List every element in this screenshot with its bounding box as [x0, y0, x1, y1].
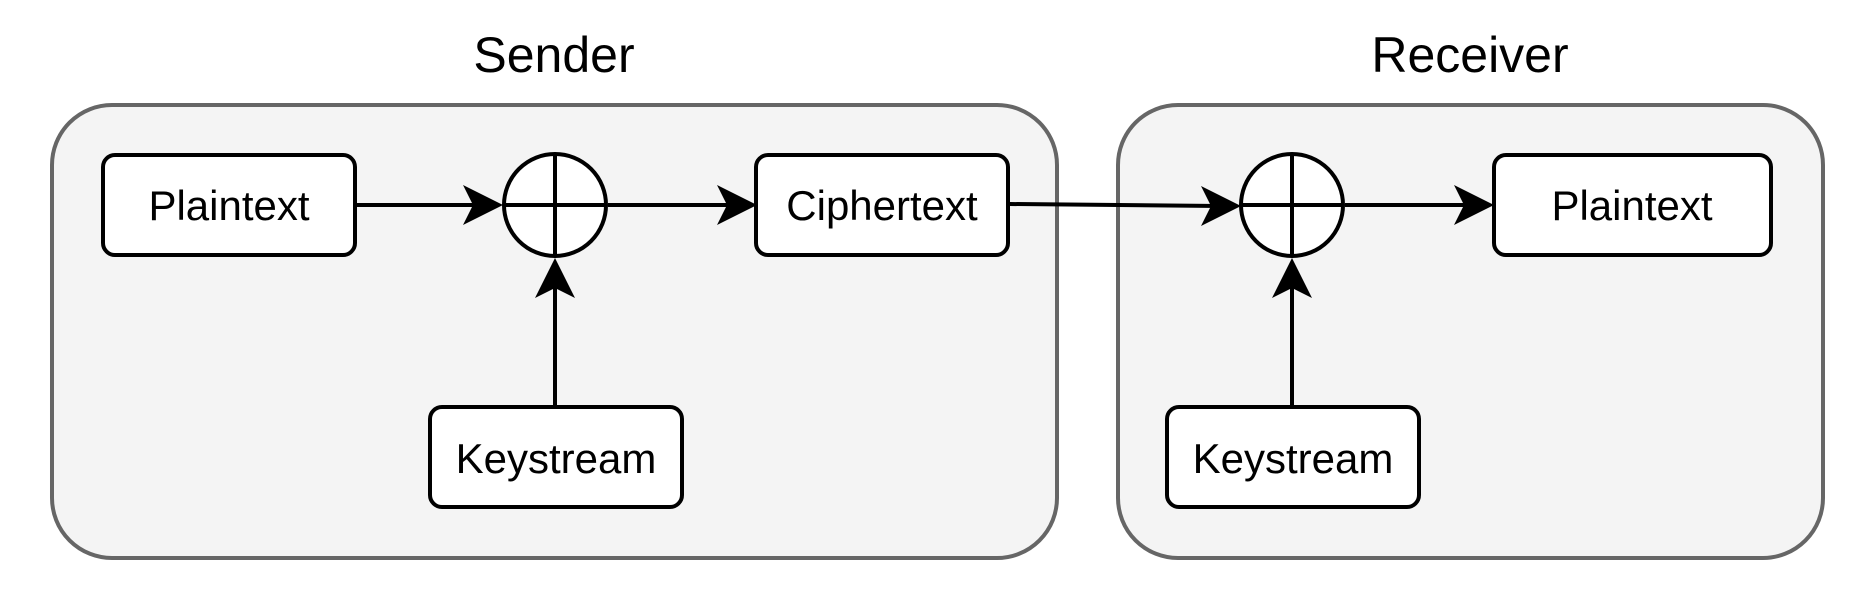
arrowhead-sender-xor-left — [463, 185, 503, 225]
receiver-plaintext-label: Plaintext — [1551, 182, 1712, 229]
arrowhead-sender-xor-bottom — [535, 258, 575, 298]
sender-keystream-label: Keystream — [456, 435, 657, 482]
ciphertext-node: Ciphertext — [754, 153, 1010, 257]
receiver-keystream-box — [1165, 405, 1421, 509]
ciphertext-box — [754, 153, 1010, 257]
sender-plaintext-node: Plaintext — [101, 153, 357, 257]
arrowhead-receiver-xor-left — [1201, 186, 1241, 226]
receiver-plaintext-node: Plaintext — [1492, 153, 1773, 257]
xor-icon — [502, 152, 608, 258]
receiver-plaintext-box — [1492, 153, 1773, 257]
sender-plaintext-label: Plaintext — [148, 182, 309, 229]
receiver-keystream-label: Keystream — [1193, 435, 1394, 482]
sender-keystream-box — [428, 405, 684, 509]
arrowhead-receiver-xor-bottom — [1272, 258, 1312, 298]
arrowhead-receiver-plaintext-left — [1454, 185, 1494, 225]
sender-plaintext-box — [101, 153, 357, 257]
edge-ciphertext-to-receiver-xor — [1009, 202, 1221, 208]
xor-icon — [1239, 152, 1345, 258]
ciphertext-label: Ciphertext — [786, 182, 978, 229]
sender-title: Sender — [473, 27, 634, 83]
receiver-title: Receiver — [1371, 27, 1568, 83]
edges — [356, 185, 1494, 405]
arrowhead-ciphertext-left — [717, 185, 757, 225]
receiver-keystream-node: Keystream — [1165, 405, 1421, 509]
sender-keystream-node: Keystream — [428, 405, 684, 509]
